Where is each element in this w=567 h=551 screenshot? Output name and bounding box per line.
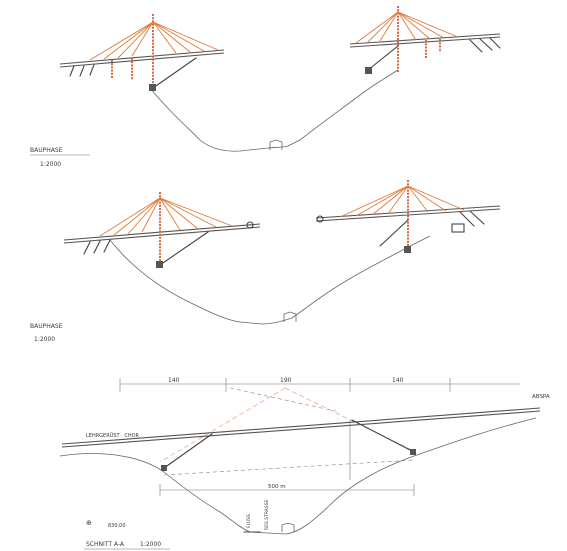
section-footing-right <box>410 449 416 455</box>
corner-label: ABSPA <box>532 394 550 400</box>
section-house <box>281 522 295 532</box>
deck-label: LEHRGERÜST · CHOR <box>86 432 140 439</box>
span-right-label: 140 <box>392 377 404 384</box>
section-title: SCHNITT A-A <box>86 541 125 548</box>
stage2-scale: 1:2000 <box>34 336 55 343</box>
section-strut-right <box>351 419 415 453</box>
river-label: FLUSS <box>246 514 252 528</box>
stage2-right-deck-lower <box>315 208 501 222</box>
elevation-label: 830.00 <box>108 523 126 529</box>
stage2-left-cables <box>99 197 233 237</box>
road-label: RES STRASSE <box>264 499 270 530</box>
stage1-drawing <box>59 6 501 152</box>
stage1-left-deck <box>59 49 225 65</box>
stage2-right-piers <box>316 210 485 253</box>
elevation-mark-icon: ⊕ <box>86 519 92 527</box>
stage1-label: BAUPHASE <box>30 147 63 154</box>
stage1-right-deck-lower <box>349 36 501 48</box>
stage2-left-deck <box>63 223 261 241</box>
stage1-right-cables <box>355 11 459 44</box>
section-span-dashline <box>163 459 415 476</box>
stage1-right-piers <box>365 37 501 74</box>
section-deck-lower <box>61 410 541 448</box>
stage1-terrain <box>149 69 399 152</box>
stage1-right-deck <box>349 33 501 45</box>
section-terrain <box>59 417 537 535</box>
stage1-left-deck-lower <box>59 52 225 68</box>
stage2-right-cables <box>339 185 465 218</box>
section-drawing <box>59 387 541 535</box>
stage1-left-cables <box>89 21 219 61</box>
section-dimensions <box>119 378 520 392</box>
stage2-house <box>283 311 297 322</box>
stage1-scale: 1:2000 <box>40 161 61 168</box>
stage1-house <box>269 139 283 150</box>
stage2-label: BAUPHASE <box>30 323 63 330</box>
section-footing-left <box>161 465 167 471</box>
span-left-label: 140 <box>168 377 180 384</box>
section-scale: 1:2000 <box>140 541 161 548</box>
section-strut-left <box>163 433 213 469</box>
stage2-left-deck-lower <box>63 226 261 244</box>
stage2-drawing <box>63 180 501 325</box>
stage1-left-piers <box>69 57 197 91</box>
stage2-left-piers <box>83 221 254 268</box>
span-middle-label: 190 <box>280 377 292 384</box>
stage2-terrain <box>109 235 431 325</box>
section-deck <box>61 407 541 445</box>
total-span-label: 500 m <box>268 484 286 490</box>
